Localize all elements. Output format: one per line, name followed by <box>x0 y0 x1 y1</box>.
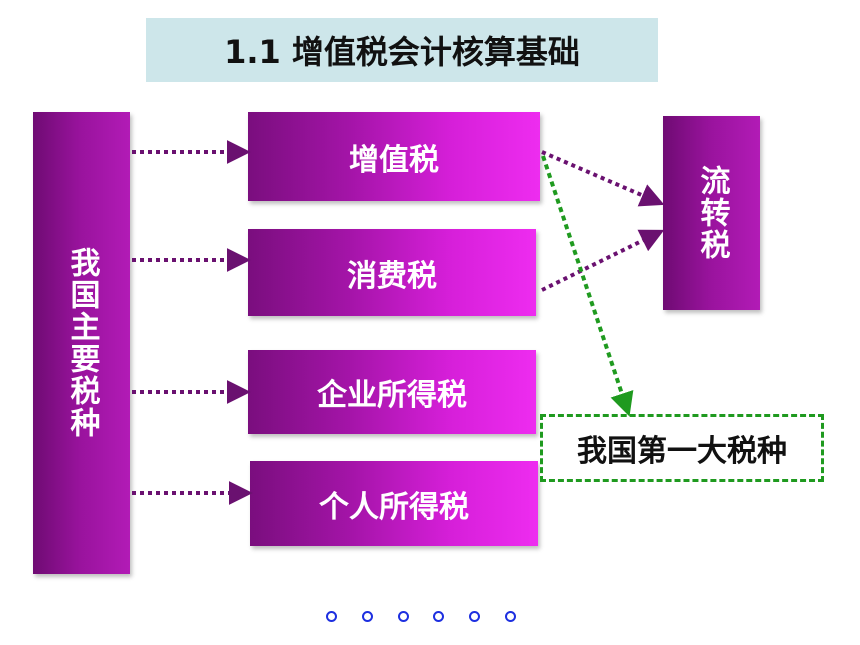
ellipsis-dot <box>433 610 445 622</box>
ellipsis-dot <box>361 610 373 622</box>
slide-title: 1.1 增值税会计核算基础 <box>146 18 658 82</box>
ellipsis-dot <box>326 610 337 622</box>
turnover-tax-box: 流转税 <box>663 116 760 310</box>
main-taxes-label: 我国主要税种 <box>64 247 100 439</box>
arrow-vat-to-callout <box>541 155 634 417</box>
tax-box-vat: 增值税 <box>248 112 540 201</box>
largest-tax-callout-label: 我国第一大税种 <box>577 434 787 469</box>
arrow-consumption-to-turnover <box>541 229 665 292</box>
ellipsis-dot <box>504 610 516 622</box>
tax-box-vat-label: 增值税 <box>349 142 439 178</box>
tax-box-corporate-income-label: 企业所得税 <box>317 378 467 413</box>
main-taxes-box: 我国主要税种 <box>33 112 130 574</box>
slide-title-text: 1.1 增值税会计核算基础 <box>224 33 580 71</box>
ellipsis-dot <box>469 610 481 622</box>
arrow-vat-to-turnover <box>541 150 665 207</box>
tax-box-consumption: 消费税 <box>248 229 536 316</box>
ellipsis-dot <box>397 610 409 622</box>
tax-box-personal-income: 个人所得税 <box>250 461 538 546</box>
tax-box-corporate-income: 企业所得税 <box>248 350 536 434</box>
tax-box-consumption-label: 消费税 <box>347 258 437 294</box>
tax-box-personal-income-label: 个人所得税 <box>319 489 469 525</box>
turnover-tax-label: 流转税 <box>694 165 730 261</box>
largest-tax-callout: 我国第一大税种 <box>540 414 824 482</box>
ellipsis-dots <box>326 606 516 626</box>
